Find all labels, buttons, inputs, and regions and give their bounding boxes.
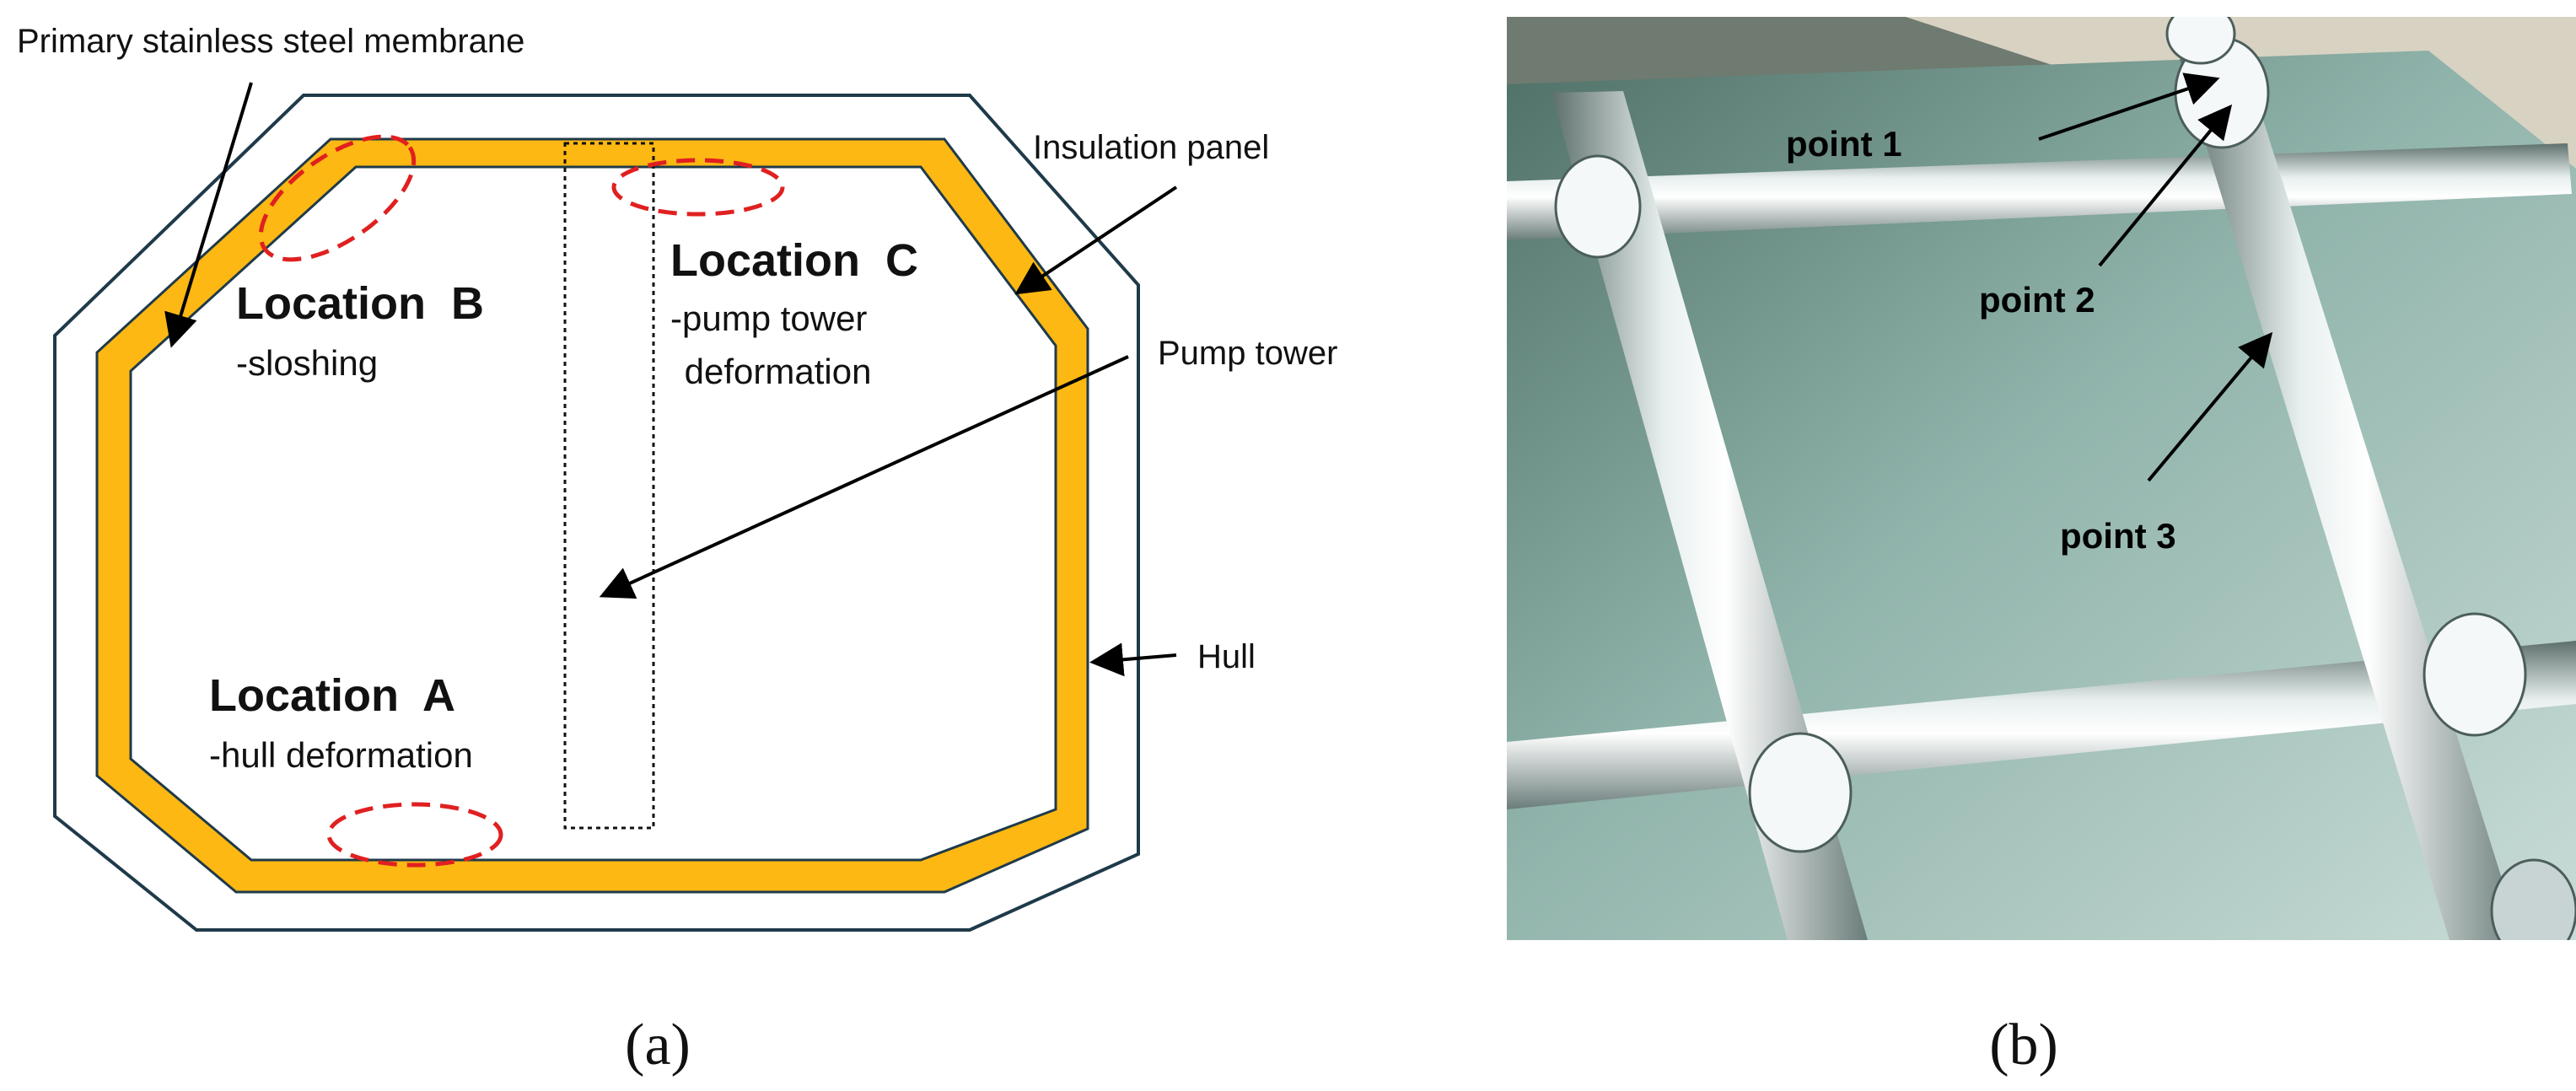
arrow-insulation-panel [1014,185,1178,295]
arrow-point-2 [2098,104,2233,267]
arrow-point-1 [2038,73,2220,141]
highlight-location-b [258,134,417,262]
panel-b-photo: point 1 point 2 point 3 (b) [1507,17,2576,1078]
primary-membrane-boundary [129,165,1057,862]
arrow-hull [1089,642,1177,677]
label-pump-tower: Pump tower [1158,335,1337,372]
highlight-location-a [326,802,503,868]
location-c-desc-1: -pump tower [670,298,867,338]
panel-a-diagram: Primary stainless steel membrane Insulat… [17,23,1337,1078]
label-insulation-panel: Insulation panel [1033,129,1269,166]
location-c-title: Location C [670,235,918,286]
location-b-desc: -sloshing [236,343,378,383]
corrugation-knots [1554,17,2527,853]
highlight-location-c [611,158,785,217]
arrow-primary-membrane [164,82,253,348]
label-hull: Hull [1197,638,1256,675]
arrow-point-3 [2147,331,2273,482]
corrugations-vertical [1552,56,2521,940]
location-b-title: Location B [236,278,484,329]
label-point-1: point 1 [1786,124,1902,164]
location-a-title: Location A [209,670,455,721]
label-point-2: point 2 [1979,280,2095,320]
label-primary-membrane: Primary stainless steel membrane [17,23,524,60]
location-c-desc-2: deformation [675,352,871,391]
edge-roll [2490,858,2576,940]
caption-b: (b) [1989,1013,2058,1078]
label-point-3: point 3 [2060,516,2176,556]
location-a-desc: -hull deformation [209,735,473,775]
caption-a: (a) [625,1013,691,1078]
pump-tower-box [563,142,655,830]
arrow-pump-tower [599,355,1129,599]
